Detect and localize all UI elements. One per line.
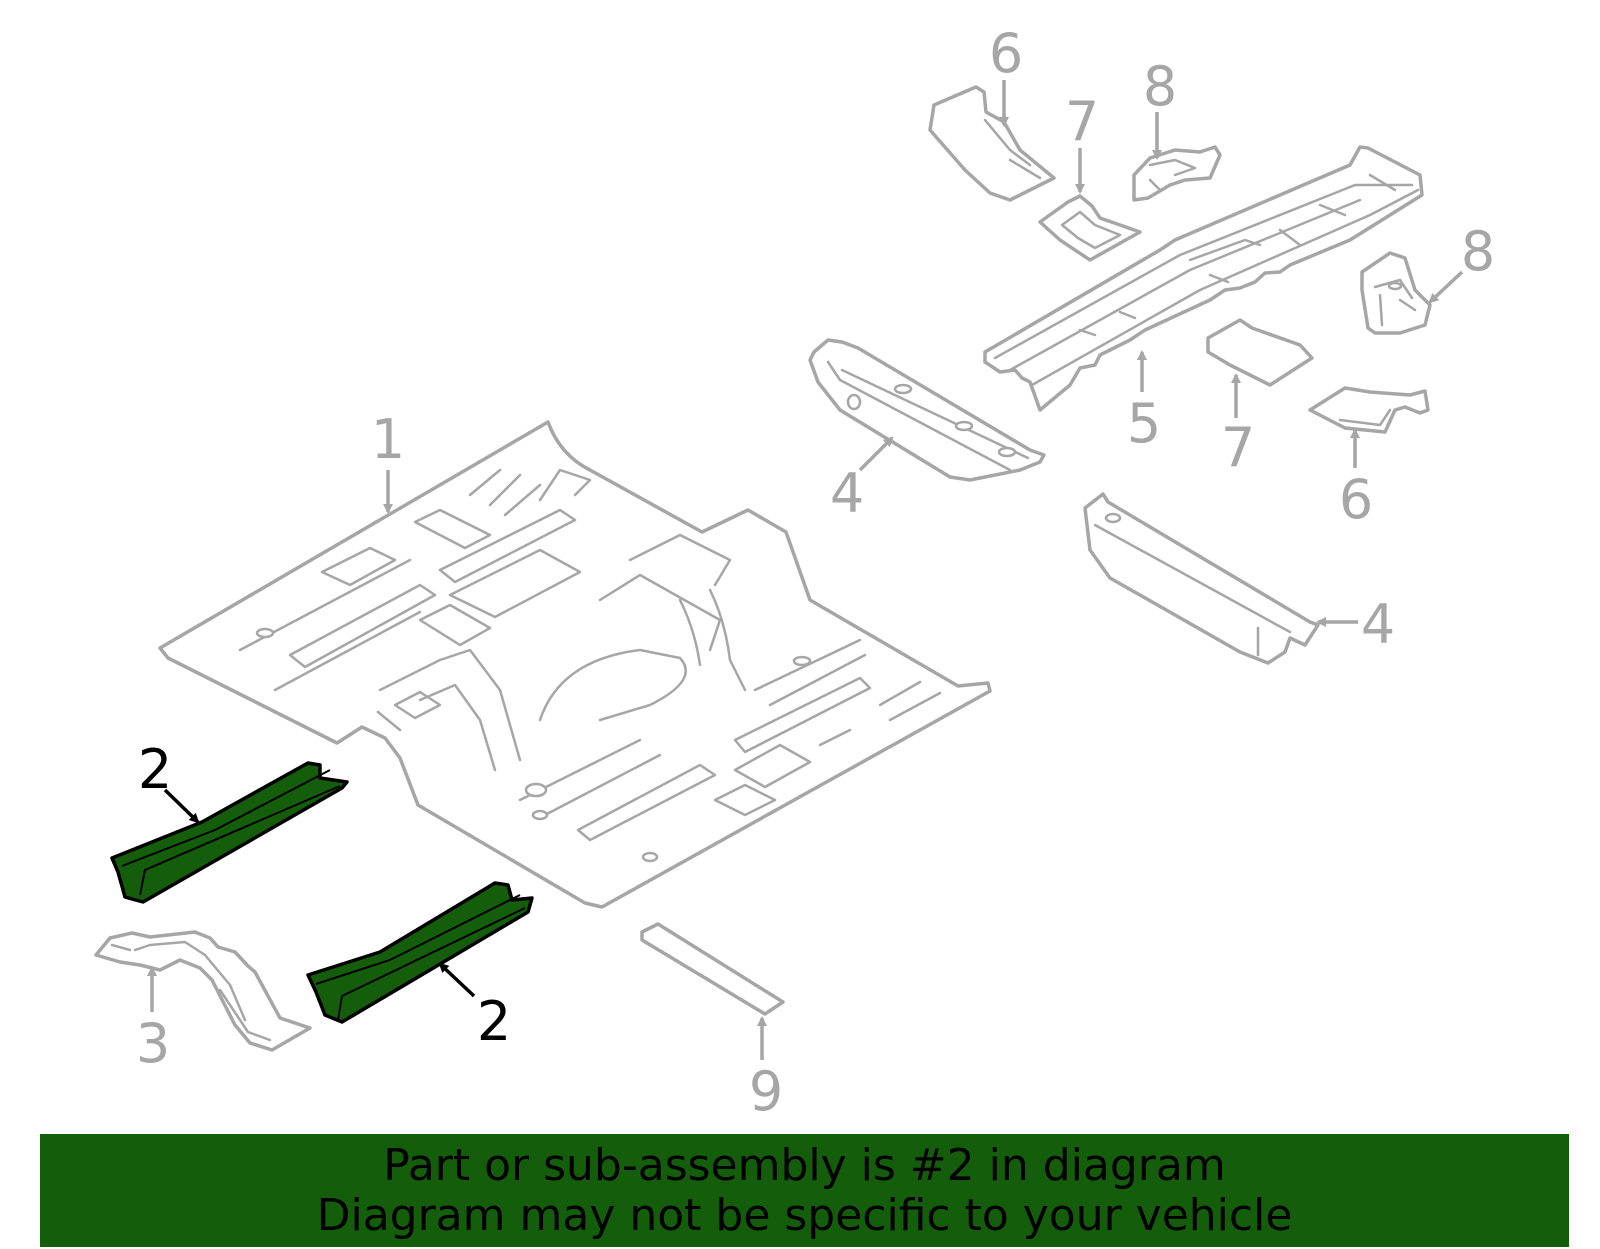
part-7-plate-upper xyxy=(1038,194,1142,262)
callout-7a: 7 xyxy=(1065,90,1099,153)
callout-7b: 7 xyxy=(1221,416,1255,479)
leader-8b xyxy=(1428,270,1464,304)
part-8-bracket-lower xyxy=(1360,251,1432,335)
callout-2b: 2 xyxy=(477,990,511,1053)
part-5-rear-rail xyxy=(983,145,1424,412)
part-3-bracket xyxy=(94,930,312,1052)
callout-2a: 2 xyxy=(138,738,172,801)
part-6-bracket-upper xyxy=(928,85,1056,202)
callout-4a: 4 xyxy=(830,462,864,525)
callout-labels: 1 2 2 3 4 4 5 6 6 7 7 8 8 9 xyxy=(136,22,1495,1123)
callout-6b: 6 xyxy=(1339,468,1373,531)
part-6-bracket-lower xyxy=(1308,386,1430,434)
leader-lines-highlight xyxy=(163,788,476,998)
part-2-rocker-left xyxy=(110,761,349,904)
part-4-cross-member-lower xyxy=(1083,492,1320,665)
part-2-rocker-right xyxy=(306,881,534,1024)
leader-2b xyxy=(438,962,476,998)
callout-3: 3 xyxy=(136,1012,170,1075)
part-7-plate-lower xyxy=(1206,318,1314,387)
part-8-bracket-upper xyxy=(1132,145,1222,202)
part-4-cross-member-upper xyxy=(808,338,1046,482)
banner-line-1: Part or sub-assembly is #2 in diagram xyxy=(383,1139,1226,1191)
callout-8b: 8 xyxy=(1461,220,1495,283)
callout-6a: 6 xyxy=(989,22,1023,85)
callout-9: 9 xyxy=(749,1060,783,1123)
leader-4a xyxy=(858,436,894,472)
callout-8a: 8 xyxy=(1143,55,1177,118)
callout-1: 1 xyxy=(371,408,405,471)
banner-line-2: Diagram may not be specific to your vehi… xyxy=(316,1189,1293,1241)
callout-5: 5 xyxy=(1127,392,1161,455)
part-2-left-shape xyxy=(110,761,349,904)
part-1-floor-pan xyxy=(158,420,992,909)
leader-2a xyxy=(163,788,200,824)
callout-4b: 4 xyxy=(1361,593,1395,656)
info-banner: Part or sub-assembly is #2 in diagram Di… xyxy=(40,1134,1569,1247)
leader-lines xyxy=(147,80,1464,1060)
part-9-strip xyxy=(640,922,785,1016)
